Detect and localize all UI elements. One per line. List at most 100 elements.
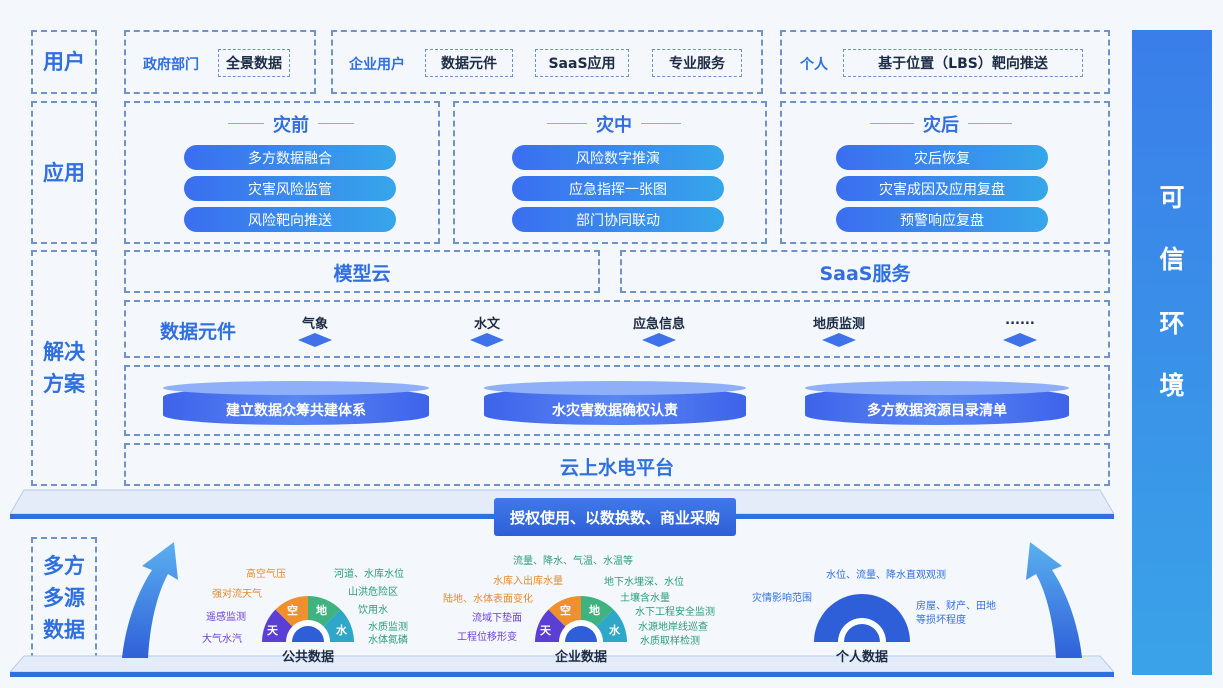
public-data-caption: 公共数据 [281, 650, 334, 665]
phase-during-title: 灾中 [596, 115, 632, 136]
element-diamond-geology [822, 333, 856, 347]
arrow-up-left-icon [122, 542, 178, 658]
row-label-data-line1: 多方 [43, 554, 85, 578]
row-label-solutions-line2: 方案 [43, 372, 85, 396]
element-label-geology: 地质监测 [812, 317, 865, 332]
user-gov-tag-panorama[interactable]: 全景数据 [218, 49, 290, 77]
row-label-users-text: 用户 [43, 50, 85, 74]
cylinder-catalog[interactable]: 多方数据资源目录清单 [805, 381, 1069, 425]
personal-top: 水位、流量、降水直观观测 [826, 570, 946, 581]
phase-during-item-2[interactable]: 应急指挥一张图 [512, 176, 724, 201]
user-ent-tag-pro-service[interactable]: 专业服务 [652, 49, 742, 77]
cylinder-crowdsourcing-label: 建立数据众筹共建体系 [226, 403, 366, 419]
phase-box-after [780, 101, 1110, 244]
trust-char-1: 可 [1159, 183, 1185, 212]
phase-during-item-3[interactable]: 部门协同联动 [512, 207, 724, 232]
lower-tray [10, 655, 1114, 677]
enterprise-top: 流量、降水、气温、水温等 [513, 556, 633, 567]
phase-after-line-left [870, 123, 914, 124]
personal-data-caption: 个人数据 [835, 650, 888, 665]
user-personal-label: 个人 [800, 57, 828, 73]
public-left-2: 强对流天气 [212, 589, 262, 600]
phase-before-item-3[interactable]: 风险靶向推送 [184, 207, 396, 232]
row-label-solutions-line1: 解决 [43, 340, 85, 364]
element-label-emergency: 应急信息 [632, 317, 685, 332]
trust-char-4: 境 [1159, 371, 1185, 400]
data-elements-box [124, 300, 1110, 358]
phase-after-line-right [968, 123, 1012, 124]
personal-right: 房屋、财产、田地等损坏程度 [916, 601, 996, 626]
exchange-banner-text: 授权使用、以数换数、商业采购 [509, 508, 720, 527]
phase-before-item-2[interactable]: 灾害风险监管 [184, 176, 396, 201]
enterprise-right-5: 水质取样检测 [640, 636, 700, 647]
row-label-solutions: 解决 方案 [31, 250, 97, 486]
user-group-personal [780, 30, 1110, 94]
enterprise-data-fan [535, 596, 627, 642]
public-seg-ground: 地 [316, 604, 327, 617]
enterprise-right-1: 地下水埋深、水位 [604, 577, 684, 588]
cylinder-rights-top [484, 381, 746, 395]
governance-box [124, 365, 1110, 436]
cylinder-rights[interactable]: 水灾害数据确权认责 [484, 381, 746, 425]
enterprise-left-1: 水库入出库水量 [493, 576, 563, 587]
platform-title: 云上水电平台 [559, 457, 674, 479]
phase-before-line-right [318, 123, 354, 124]
element-diamond-hydrology [470, 333, 504, 347]
phase-box-before [124, 101, 440, 244]
phase-during-line-right [641, 123, 681, 124]
row-label-data: 多方 多源 数据 [31, 537, 97, 659]
element-diamond-more [1003, 333, 1037, 347]
phase-before-line-left [228, 123, 264, 124]
enterprise-seg-ground: 地 [589, 604, 600, 617]
phase-box-during [453, 101, 767, 244]
phase-before-item-1[interactable]: 多方数据融合 [184, 145, 396, 170]
personal-data-fan [814, 594, 910, 642]
public-left-1: 高空气压 [246, 569, 286, 580]
user-ent-tag-data-element[interactable]: 数据元件 [425, 49, 513, 77]
enterprise-seg-air: 空 [560, 604, 571, 617]
enterprise-right-4: 水源地岸线巡查 [638, 622, 708, 633]
enterprise-left-2: 陆地、水体表面变化 [443, 594, 533, 605]
public-left-4: 大气水汽 [202, 634, 242, 645]
phase-before-title: 灾前 [273, 115, 309, 136]
phase-after-item-2[interactable]: 灾害成因及应用复盘 [836, 176, 1048, 201]
public-right-3: 饮用水 [358, 605, 388, 616]
phase-after-item-3[interactable]: 预警响应复盘 [836, 207, 1048, 232]
public-left-3: 遥感监测 [206, 612, 246, 623]
row-label-apps-text: 应用 [43, 160, 85, 185]
phase-after-title: 灾后 [923, 115, 959, 136]
phase-during-item-1[interactable]: 风险数字推演 [512, 145, 724, 170]
element-label-weather: 气象 [301, 317, 328, 332]
row-label-data-line2: 多源 [43, 586, 85, 610]
exchange-banner[interactable]: 授权使用、以数换数、商业采购 [494, 498, 736, 536]
model-cloud-title: 模型云 [333, 263, 391, 285]
model-cloud-box[interactable] [124, 250, 600, 293]
element-label-hydrology: 水文 [473, 317, 500, 332]
saas-service-title: SaaS服务 [819, 263, 911, 285]
public-right-1: 河道、水库水位 [334, 569, 404, 580]
personal-left: 灾情影响范围 [752, 593, 812, 604]
user-personal-tag-lbs[interactable]: 基于位置（LBS）靶向推送 [843, 49, 1083, 77]
arrow-up-right-icon [1026, 542, 1082, 658]
public-right-2: 山洪危险区 [348, 587, 398, 598]
saas-service-box[interactable] [620, 250, 1110, 293]
platform-box[interactable] [124, 443, 1110, 486]
element-diamond-weather [298, 333, 332, 347]
phase-during-line-left [547, 123, 587, 124]
cylinder-crowdsourcing[interactable]: 建立数据众筹共建体系 [163, 381, 429, 425]
user-ent-tag-saas[interactable]: SaaS应用 [535, 49, 629, 77]
row-label-apps: 应用 [31, 101, 97, 244]
element-diamond-emergency [642, 333, 676, 347]
public-right-4: 水质监测 [368, 622, 408, 633]
user-group-gov [124, 30, 316, 94]
enterprise-data-caption: 企业数据 [554, 650, 607, 665]
trust-char-3: 环 [1159, 309, 1185, 338]
cylinder-catalog-top [805, 381, 1069, 395]
public-right-5: 水体氮磷 [368, 635, 408, 646]
enterprise-seg-water: 水 [609, 624, 620, 637]
phase-after-item-1[interactable]: 灾后恢复 [836, 145, 1048, 170]
cylinder-catalog-label: 多方数据资源目录清单 [867, 403, 1007, 419]
public-seg-water: 水 [336, 624, 347, 637]
enterprise-seg-sky: 天 [540, 624, 551, 637]
user-enterprise-label: 企业用户 [349, 57, 405, 73]
